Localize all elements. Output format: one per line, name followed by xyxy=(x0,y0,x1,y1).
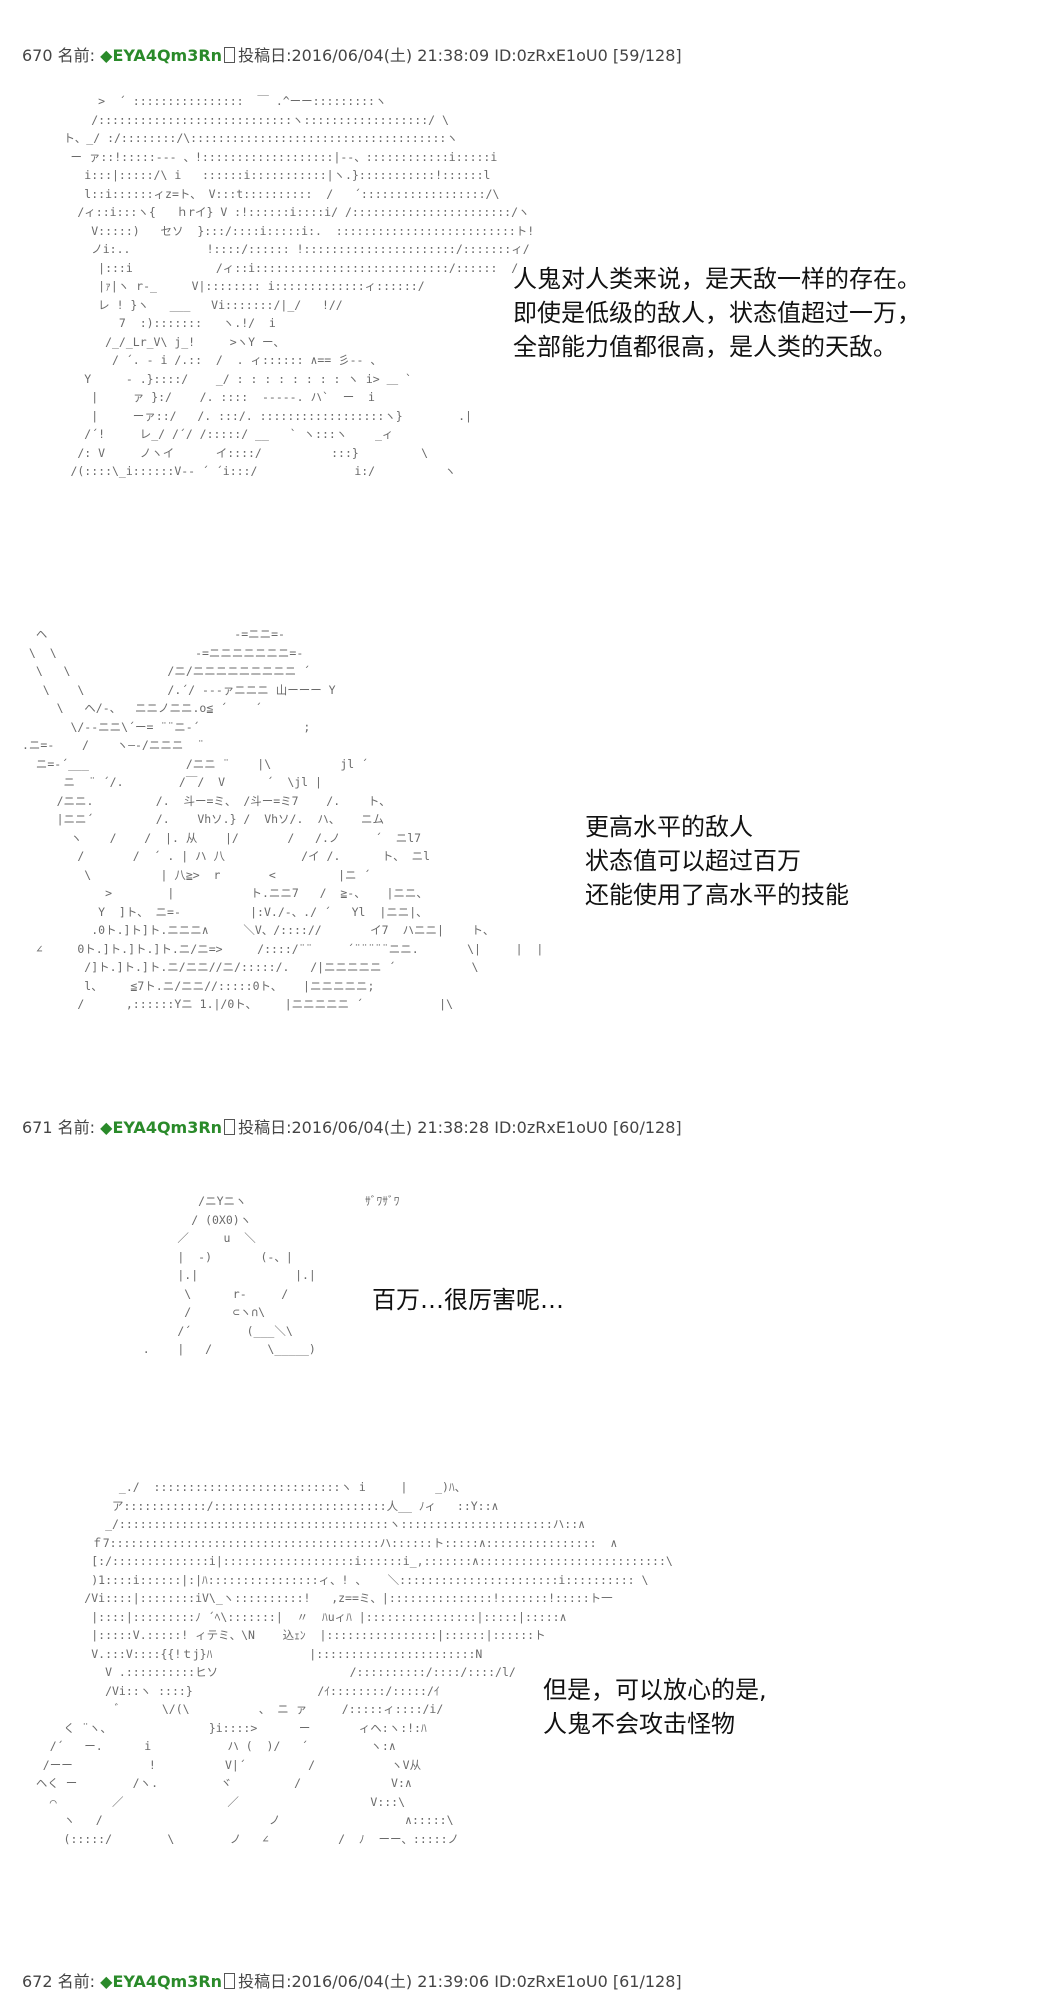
trip-code[interactable]: ◆EYA4Qm3Rn xyxy=(100,1118,223,1137)
mail-box-icon xyxy=(224,1973,236,1989)
caption-1-line-2: 即使是低级的敌人，状态值超过一万， xyxy=(513,299,921,327)
caption-2-line-1: 更高水平的敌人 xyxy=(585,813,753,841)
post-datetime: 2016/06/04(土) 21:39:06 xyxy=(291,1972,490,1991)
caption-2-line-2: 状态值可以超过百万 xyxy=(585,847,801,875)
caption-2: 更高水平的敌人 状态值可以超过百万 还能使用了高水平的技能 xyxy=(585,810,849,912)
ascii-art-character-sweating: /ニYニヽ / (0X0)ヽ ／ u ＼ | -) (-、| |.| |.| \… xyxy=(142,1194,316,1356)
caption-4-line-1: 但是，可以放心的是, xyxy=(543,1676,767,1704)
post-count: [59/128] xyxy=(612,46,682,65)
ascii-art-mage-character: _./ :::::::::::::::::::::::::::ヽ i | _)ﾊ… xyxy=(35,1480,673,1846)
post-count: [61/128] xyxy=(612,1972,682,1991)
post-id: ID:0zRxE1oU0 xyxy=(494,1118,608,1137)
ascii-art-ghoul: > ´ :::::::::::::::: ￣ .^ーー:::::::::ヽ /:… xyxy=(63,94,535,478)
post-id: ID:0zRxE1oU0 xyxy=(494,46,608,65)
post-header-671: 671 名前: ◆EYA4Qm3Rn 投稿日:2016/06/04(土) 21:3… xyxy=(22,1114,682,1138)
name-label: 名前: xyxy=(57,1118,96,1137)
post-count: [60/128] xyxy=(612,1118,682,1137)
post-header-672: 672 名前: ◆EYA4Qm3Rn 投稿日:2016/06/04(土) 21:3… xyxy=(22,1968,682,1992)
post-header-670: 670 名前: ◆EYA4Qm3Rn 投稿日:2016/06/04(土) 21:3… xyxy=(22,42,682,66)
sfx-zawazawa: ｻﾞﾜｻﾞﾜ xyxy=(365,1194,400,1208)
caption-4-line-2: 人鬼不会攻击怪物 xyxy=(543,1710,735,1738)
post-datetime: 2016/06/04(土) 21:38:28 xyxy=(291,1118,490,1137)
name-label: 名前: xyxy=(57,46,96,65)
ascii-art-armored-enemy: ヘ -=ニニ=- \ \ -=ニニニニニニニ=- \ \ /ニ/ニニニニニニニニ… xyxy=(22,627,544,1011)
post-datetime: 2016/06/04(土) 21:38:09 xyxy=(291,46,490,65)
post-number: 671 xyxy=(22,1118,53,1137)
caption-3: 百万…很厉害呢… xyxy=(372,1283,564,1317)
date-label: 投稿日: xyxy=(238,1972,292,1991)
caption-3-line-1: 百万…很厉害呢… xyxy=(372,1286,564,1314)
name-label: 名前: xyxy=(57,1972,96,1991)
date-label: 投稿日: xyxy=(238,1118,292,1137)
post-number: 670 xyxy=(22,46,53,65)
caption-1: 人鬼对人类来说，是天敌一样的存在。 即使是低级的敌人，状态值超过一万， 全部能力… xyxy=(513,262,921,364)
trip-code[interactable]: ◆EYA4Qm3Rn xyxy=(100,46,223,65)
caption-1-line-1: 人鬼对人类来说，是天敌一样的存在。 xyxy=(513,265,921,293)
caption-2-line-3: 还能使用了高水平的技能 xyxy=(585,881,849,909)
trip-code[interactable]: ◆EYA4Qm3Rn xyxy=(100,1972,223,1991)
post-id: ID:0zRxE1oU0 xyxy=(494,1972,608,1991)
post-number: 672 xyxy=(22,1972,53,1991)
caption-1-line-3: 全部能力值都很高，是人类的天敌。 xyxy=(513,333,897,361)
mail-box-icon xyxy=(224,1119,236,1135)
caption-4: 但是，可以放心的是, 人鬼不会攻击怪物 xyxy=(543,1673,767,1741)
date-label: 投稿日: xyxy=(238,46,292,65)
mail-box-icon xyxy=(224,47,236,63)
